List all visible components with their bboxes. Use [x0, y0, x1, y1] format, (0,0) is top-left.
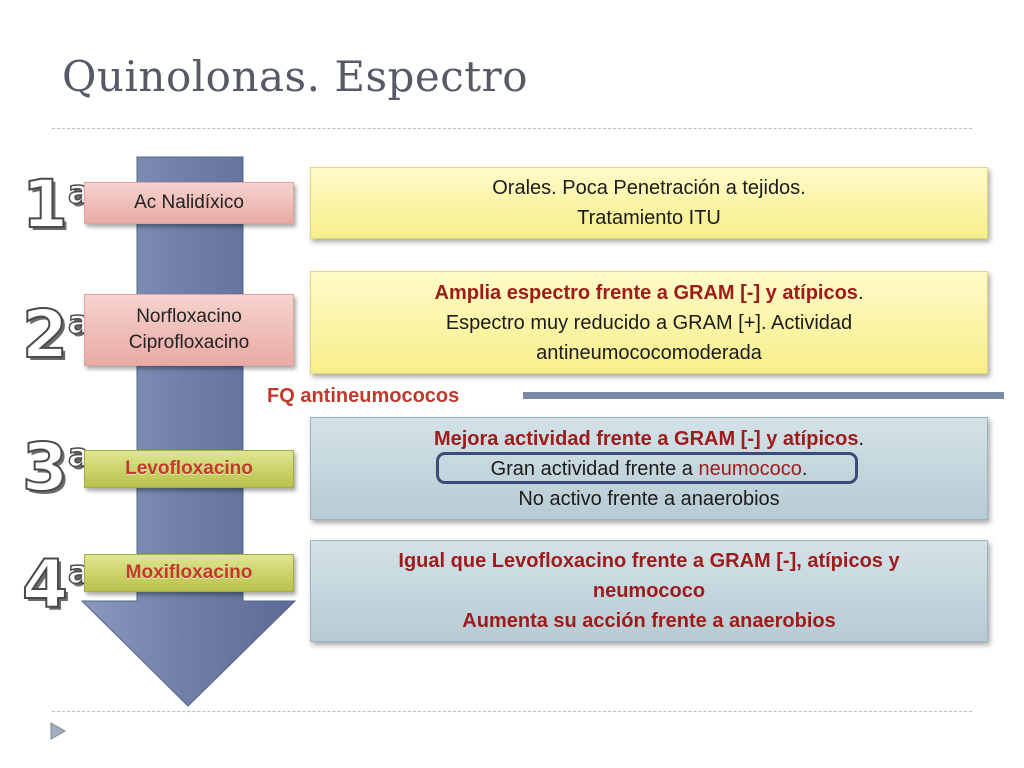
generation-4-label: 4a	[21, 546, 90, 623]
box-generation-2: Amplia espectro frente a GRAM [-] y atíp…	[310, 271, 988, 374]
drug-ac-nalidixico: Ac Nalidíxico	[84, 182, 294, 224]
fq-antineumococos-label: FQ antineumococos	[267, 385, 460, 407]
box-generation-4: Igual que Levofloxacino frente a GRAM [-…	[310, 540, 988, 642]
page-title: Quinolonas. Espectro	[62, 52, 529, 101]
title-divider	[52, 128, 972, 129]
drug-levofloxacino: Levofloxacino	[84, 450, 294, 488]
generation-2-label: 2a	[21, 296, 90, 373]
fq-separator-line	[523, 392, 1004, 399]
generation-1-label: 1a	[21, 166, 90, 243]
generation-3-label: 3a	[21, 429, 90, 506]
play-triangle-icon[interactable]	[50, 722, 66, 740]
box-generation-3: Mejora actividad frente a GRAM [-] y atí…	[310, 417, 988, 520]
drug-norflo-ciproflo: Norfloxacino Ciprofloxacino	[84, 294, 294, 366]
neumococo-highlight	[436, 452, 858, 484]
box-generation-1: Orales. Poca Penetración a tejidos. Trat…	[310, 167, 988, 239]
drug-moxifloxacino: Moxifloxacino	[84, 554, 294, 592]
footer-divider	[52, 711, 972, 712]
